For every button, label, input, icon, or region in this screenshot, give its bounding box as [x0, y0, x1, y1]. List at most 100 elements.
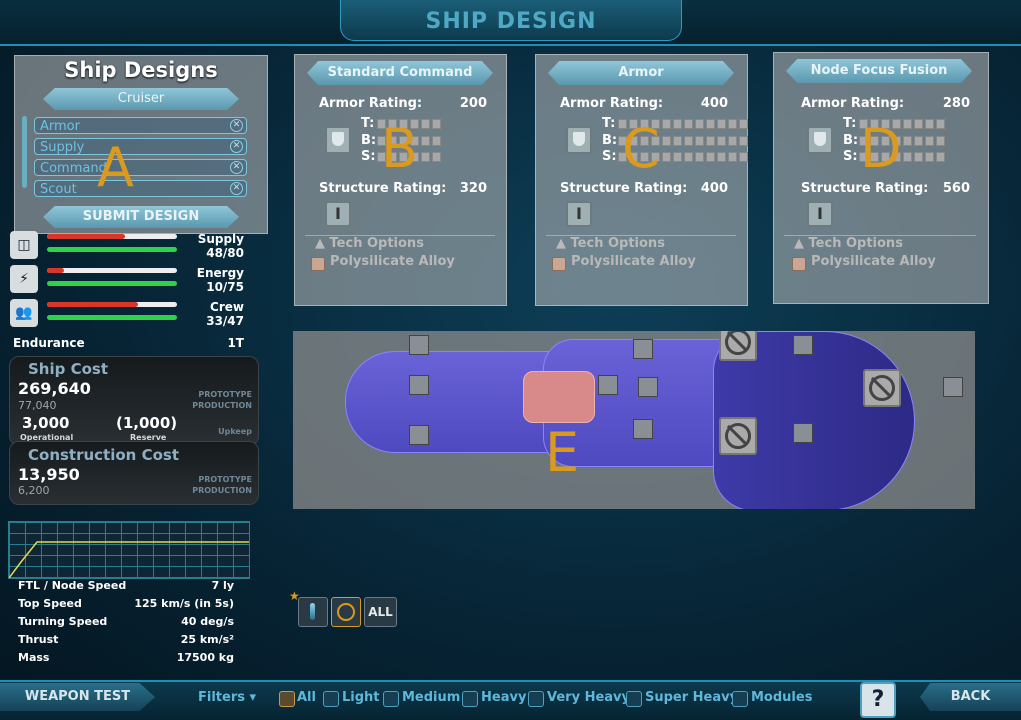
filter-missile-button[interactable] — [298, 597, 328, 627]
module-panel-node-focus-fusion[interactable]: Node Focus Fusion Armor Rating: 280 T: B… — [773, 52, 989, 304]
filter-label-medium: Medium — [402, 690, 461, 705]
energy-value: 10/75 — [206, 280, 244, 294]
design-item-command[interactable]: Command ✕ — [34, 159, 247, 176]
module-slot[interactable] — [598, 375, 618, 395]
remove-icon[interactable]: ✕ — [230, 161, 243, 174]
speed-value: 17500 kg — [176, 651, 234, 664]
energy-bar-used — [47, 268, 177, 273]
module-slot[interactable] — [638, 377, 658, 397]
module-slot[interactable] — [633, 419, 653, 439]
filter-checkbox-light[interactable] — [323, 691, 339, 707]
armor-bars-bottom — [377, 136, 441, 146]
crew-label: Crew — [210, 300, 244, 314]
designs-scrollbar[interactable] — [22, 116, 27, 188]
remove-icon[interactable]: ✕ — [230, 182, 243, 195]
filter-checkbox-super-heavy[interactable] — [626, 691, 642, 707]
battery-icon: ⚡ — [10, 265, 38, 293]
filter-checkbox-heavy[interactable] — [462, 691, 478, 707]
supply-label: Supply — [197, 232, 244, 246]
module-slot[interactable] — [409, 335, 429, 355]
supply-bar-fill — [47, 234, 125, 239]
armor-bars-side — [377, 152, 441, 162]
polysilicate-checkbox[interactable] — [792, 257, 806, 271]
filter-checkbox-medium[interactable] — [383, 691, 399, 707]
energy-bar-capacity — [47, 281, 177, 286]
module-slot[interactable] — [409, 375, 429, 395]
back-button[interactable]: BACK — [920, 683, 1021, 711]
category-cruiser-tab[interactable]: Cruiser — [43, 88, 239, 110]
module-slot[interactable] — [793, 423, 813, 443]
armor-bars-side — [618, 152, 748, 162]
design-item-label: Supply — [40, 140, 85, 155]
filter-all-button[interactable]: ALL — [364, 597, 397, 627]
speed-value: 125 km/s (in 5s) — [134, 597, 234, 610]
crew-bar-capacity — [47, 315, 177, 320]
design-item-armor[interactable]: Armor ✕ — [34, 117, 247, 134]
structure-ibeam-icon: I — [807, 201, 833, 227]
overlay-letter-d: D — [860, 117, 902, 180]
module-panel-armor[interactable]: Armor Armor Rating: 400 T: B: S: Structu… — [535, 54, 748, 306]
chevron-down-icon: ▾ — [249, 690, 257, 705]
structure-rating-label: Structure Rating: — [560, 181, 688, 196]
blocked-slot-icon — [863, 369, 901, 407]
endurance-value: 1T — [227, 336, 244, 350]
module-slot[interactable] — [633, 339, 653, 359]
tech-options-label[interactable]: ▲ Tech Options — [556, 236, 665, 251]
tech-options-label[interactable]: ▲ Tech Options — [794, 236, 903, 251]
blocked-slot-icon — [719, 417, 757, 455]
design-item-label: Scout — [40, 182, 77, 197]
weapon-test-button[interactable]: WEAPON TEST — [0, 683, 155, 711]
filter-ring-button[interactable] — [331, 597, 361, 627]
speed-graph — [8, 521, 250, 579]
submit-design-button[interactable]: SUBMIT DESIGN — [43, 206, 239, 228]
filter-label-light: Light — [342, 690, 380, 705]
tag-prototype: PROTOTYPE — [198, 475, 252, 484]
ship-schematic-view[interactable]: E — [293, 331, 975, 509]
tag-production: PRODUCTION — [192, 401, 252, 410]
module-slot[interactable] — [793, 335, 813, 355]
polysilicate-checkbox[interactable] — [552, 257, 566, 271]
design-item-supply[interactable]: Supply ✕ — [34, 138, 247, 155]
filter-checkbox-all[interactable] — [279, 691, 295, 707]
supply-bar-used — [47, 234, 177, 239]
module-slot[interactable] — [943, 377, 963, 397]
armor-bars-bottom — [618, 136, 748, 146]
armor-rating-label: Armor Rating: — [560, 96, 664, 111]
upkeep-operational: 3,000 — [22, 414, 70, 432]
module-slot[interactable] — [409, 425, 429, 445]
divider — [305, 235, 495, 236]
energy-bar-fill — [47, 268, 64, 273]
remove-icon[interactable]: ✕ — [230, 119, 243, 132]
polysilicate-checkbox[interactable] — [311, 257, 325, 271]
construction-cost-caption: Construction Cost — [28, 446, 179, 464]
tech-options-text: Tech Options — [329, 236, 424, 251]
tech-options-label[interactable]: ▲ Tech Options — [315, 236, 424, 251]
armor-bars-top — [618, 119, 748, 129]
title-tab: SHIP DESIGN — [340, 0, 682, 41]
bottom-armor-label: B: — [361, 133, 377, 148]
remove-icon[interactable]: ✕ — [230, 140, 243, 153]
structure-rating-label: Structure Rating: — [801, 181, 929, 196]
structure-rating-label: Structure Rating: — [319, 181, 447, 196]
module-panel-standard-command[interactable]: Standard Command Armor Rating: 200 T: B:… — [294, 54, 507, 306]
top-armor-label: T: — [602, 116, 616, 131]
filters-dropdown[interactable]: Filters ▾ — [198, 690, 256, 705]
filter-checkbox-very-heavy[interactable] — [528, 691, 544, 707]
design-item-scout[interactable]: Scout ✕ — [34, 180, 247, 197]
structure-rating-value: 560 — [942, 181, 970, 196]
filters-label: Filters — [198, 690, 245, 705]
filter-checkbox-modules[interactable] — [732, 691, 748, 707]
overlay-letter-e: E — [545, 421, 580, 484]
speed-label: Mass — [18, 651, 50, 664]
help-button[interactable]: ? — [860, 682, 896, 718]
tag-prototype: PROTOTYPE — [198, 390, 252, 399]
bottom-armor-label: B: — [602, 133, 618, 148]
speed-curve-line — [9, 541, 249, 578]
armor-bars-top — [377, 119, 441, 129]
module-header: Node Focus Fusion — [786, 59, 972, 83]
ship-cost-caption: Ship Cost — [28, 360, 108, 378]
